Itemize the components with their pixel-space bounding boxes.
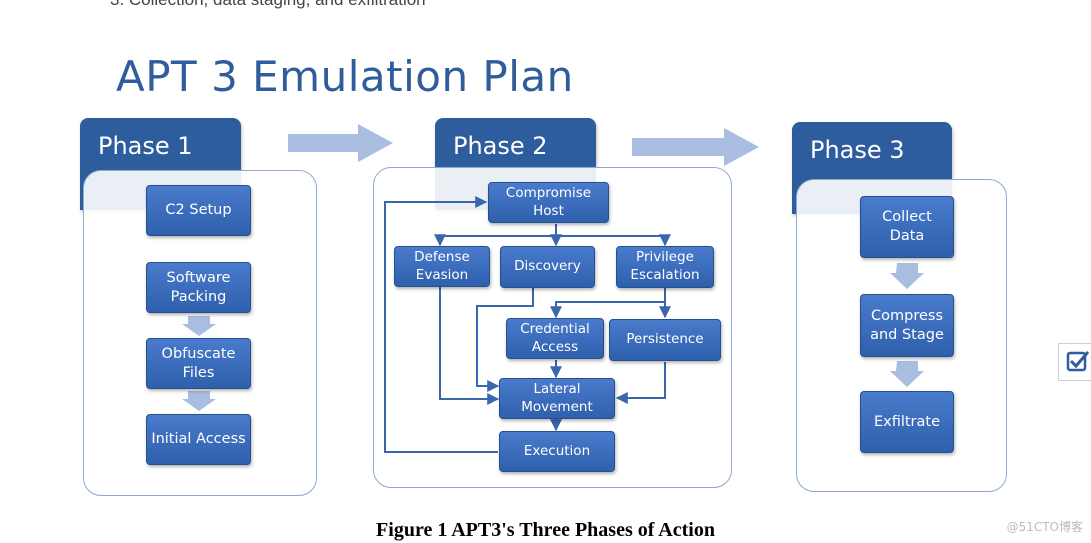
phase-arrow-1-to-2 [288, 124, 393, 162]
chevron-down-icon [890, 361, 924, 387]
node-execution: Execution [499, 431, 615, 472]
step-initial-access: Initial Access [146, 414, 251, 465]
step-exfiltrate: Exfiltrate [860, 391, 954, 453]
step-compress-and-stage: Compress and Stage [860, 294, 954, 357]
figure-caption: Figure 1 APT3's Three Phases of Action [376, 519, 715, 541]
chevron-down-icon [890, 263, 924, 289]
node-credential-access: Credential Access [506, 318, 604, 359]
step-collect-data: Collect Data [860, 196, 954, 258]
checkbox-icon [1066, 351, 1090, 372]
chevron-down-icon [182, 391, 216, 411]
phase-2-label: Phase 2 [453, 132, 548, 160]
step-obfuscate-files: Obfuscate Files [146, 338, 251, 389]
watermark: @51CTO博客 [1006, 520, 1083, 534]
node-compromise-host: Compromise Host [488, 182, 609, 223]
phase-1-label: Phase 1 [98, 132, 193, 160]
step-software-packing: Software Packing [146, 262, 251, 313]
node-defense-evasion: Defense Evasion [394, 246, 490, 287]
node-persistence: Persistence [609, 319, 721, 361]
phase-arrow-2-to-3 [632, 128, 759, 166]
node-lateral-movement: Lateral Movement [499, 378, 615, 419]
step-c2-setup: C2 Setup [146, 185, 251, 236]
node-privilege-escalation: Privilege Escalation [616, 246, 714, 288]
node-discovery: Discovery [500, 246, 595, 288]
side-widget[interactable] [1058, 343, 1091, 381]
diagram-title: APT 3 Emulation Plan [116, 52, 574, 101]
chevron-down-icon [182, 316, 216, 336]
phase-3-label: Phase 3 [810, 136, 905, 164]
top-partial-text: 3. Collection, data staging, and exfiltr… [110, 0, 426, 10]
